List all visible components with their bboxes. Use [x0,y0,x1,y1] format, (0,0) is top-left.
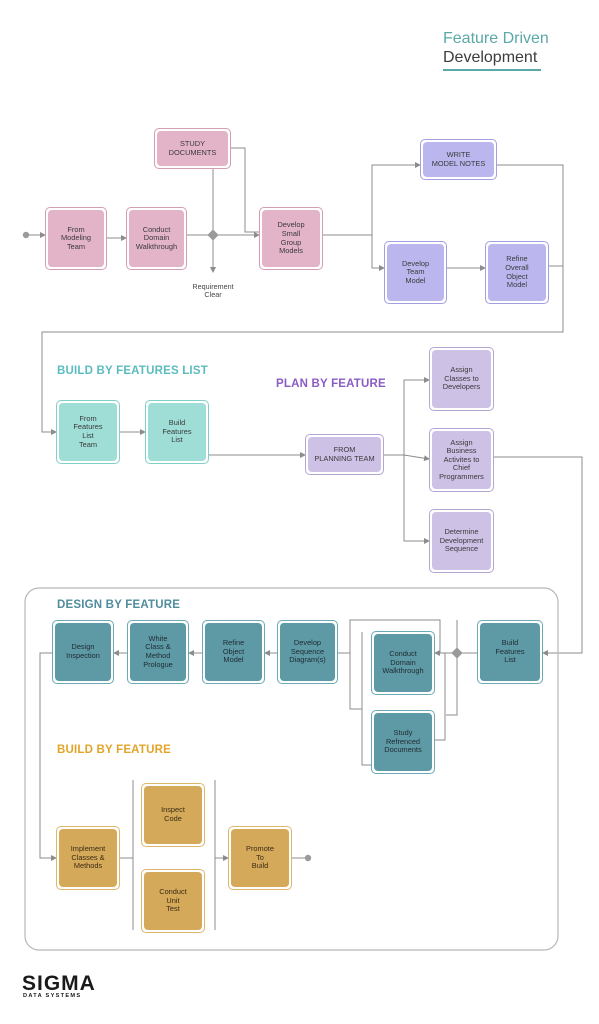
node-assign-business-activities: Assign Business Activites to Chief Progr… [429,428,494,492]
node-implement-classes-methods: Implement Classes & Methods [56,826,120,890]
node-white-class-method-prologue: White Class & Method Prologue [127,620,189,684]
node-build-features-list-design: Build Features List [477,620,543,684]
node-conduct-domain-walkthrough: Conduct Domain Walkthrough [126,207,187,270]
node-develop-sequence-diagrams: Develop Sequence Diagram(s) [277,620,338,684]
node-refine-object-model: Refine Object Model [202,620,265,684]
node-inspect-code: Inspect Code [141,783,205,847]
section-design-by-feature: DESIGN BY FEATURE [57,599,181,611]
node-refine-overall-object-model: Refine Overall Object Model [485,241,549,304]
section-plan-by-feature: PLAN BY FEATURE [276,378,386,390]
node-write-model-notes: WRITE MODEL NOTES [420,139,497,180]
logo-subtitle: DATA SYSTEMS [23,993,82,999]
title-line-2: Development [443,49,538,66]
node-develop-small-group-models: Develop Small Group Models [259,207,323,270]
title-line-1: Feature Driven [443,30,549,47]
requirement-clear-label: Requirement Clear [192,282,234,300]
node-from-features-list-team: From Features List Team [56,400,120,464]
title-underline [443,69,541,71]
node-study-referenced-documents: Study Refrenced Documents [371,710,435,774]
node-design-inspection: Design Inspection [52,620,114,684]
node-study-documents: STUDY DOCUMENTS [154,128,231,169]
node-from-modeling-team: From Modeling Team [45,207,107,270]
section-build-by-feature: BUILD BY FEATURE [57,744,171,756]
logo-wordmark: SIGMA [22,972,96,995]
node-conduct-unit-test: Conduct Unit Test [141,869,205,933]
node-promote-to-build: Promote To Build [228,826,292,890]
node-assign-classes-to-developers: Assign Classes to Developers [429,347,494,411]
node-develop-team-model: Develop Team Model [384,241,447,304]
section-build-features-list: BUILD BY FEATURES LIST [57,365,208,377]
node-determine-development-sequence: Determine Development Sequence [429,509,494,573]
node-build-features-list: Build Features List [145,400,209,464]
node-from-planning-team: FROM PLANNING TEAM [305,434,384,475]
node-conduct-domain-walkthrough-design: Conduct Domain Walkthrough [371,631,435,695]
